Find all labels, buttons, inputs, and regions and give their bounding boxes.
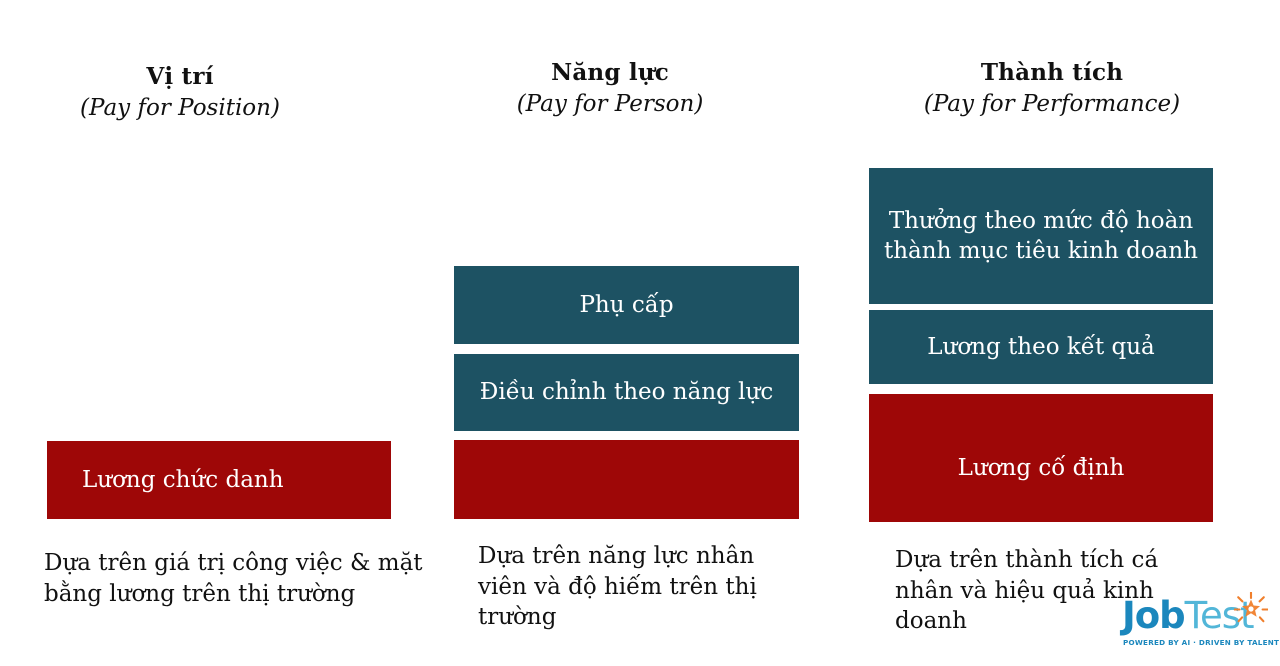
column-title-en-person: (Pay for Person) <box>516 91 704 118</box>
bar-label-performance-fixed-salary: Lương cố định <box>957 454 1125 481</box>
bar-performance-result-pay: Lương theo kết quả <box>869 310 1213 384</box>
bar-performance-fixed-salary: Lương cố định <box>869 394 1213 522</box>
bar-label-person-competency-adjustment: Điều chỉnh theo năng lực <box>479 379 774 406</box>
bar-label-performance-result-pay: Lương theo kết quả <box>927 333 1155 360</box>
bar-label-person-allowance: Phụ cấp <box>579 291 674 318</box>
column-caption-performance: Dựa trên thành tích cá nhân và hiệu quả … <box>895 547 1159 635</box>
bar-person-allowance: Phụ cấp <box>454 266 799 344</box>
logo-tagline: POWERED BY AI · DRIVEN BY TALENT <box>1123 638 1280 647</box>
column-title-vi-position: Vị trí <box>146 63 214 90</box>
column-caption-person: Dựa trên năng lực nhân viên và độ hiếm t… <box>478 543 757 631</box>
bar-label-position-base-salary: Lương chức danh <box>82 466 284 493</box>
logo-wordmark: JobTest <box>1122 594 1255 637</box>
column-header-performance: Thành tích (Pay for Performance) <box>872 59 1232 118</box>
bar-position-base-salary: Lương chức danh <box>47 441 391 519</box>
column-title-en-position: (Pay for Position) <box>80 95 280 122</box>
column-header-person: Năng lực (Pay for Person) <box>430 59 790 118</box>
starburst-icon <box>1234 592 1268 623</box>
column-title-en-performance: (Pay for Performance) <box>923 91 1181 118</box>
column-header-position: Vị trí (Pay for Position) <box>0 63 360 122</box>
logo-word-job: Job <box>1122 594 1186 637</box>
bar-label-performance-bonus: Thưởng theo mức độ hoàn thành mục tiêu k… <box>884 207 1198 264</box>
column-caption-position: Dựa trên giá trị công việc & mặt bằng lư… <box>44 550 423 607</box>
bar-performance-bonus: Thưởng theo mức độ hoàn thành mục tiêu k… <box>869 168 1213 304</box>
bar-person-competency-adjustment: Điều chỉnh theo năng lực <box>454 354 799 431</box>
bar-person-base-salary <box>454 440 799 519</box>
column-title-vi-performance: Thành tích <box>980 59 1124 86</box>
jobtest-logo: JobTest POWERED BY AI · DRIVEN BY TALENT <box>1122 592 1279 658</box>
column-title-vi-person: Năng lực <box>551 59 669 86</box>
